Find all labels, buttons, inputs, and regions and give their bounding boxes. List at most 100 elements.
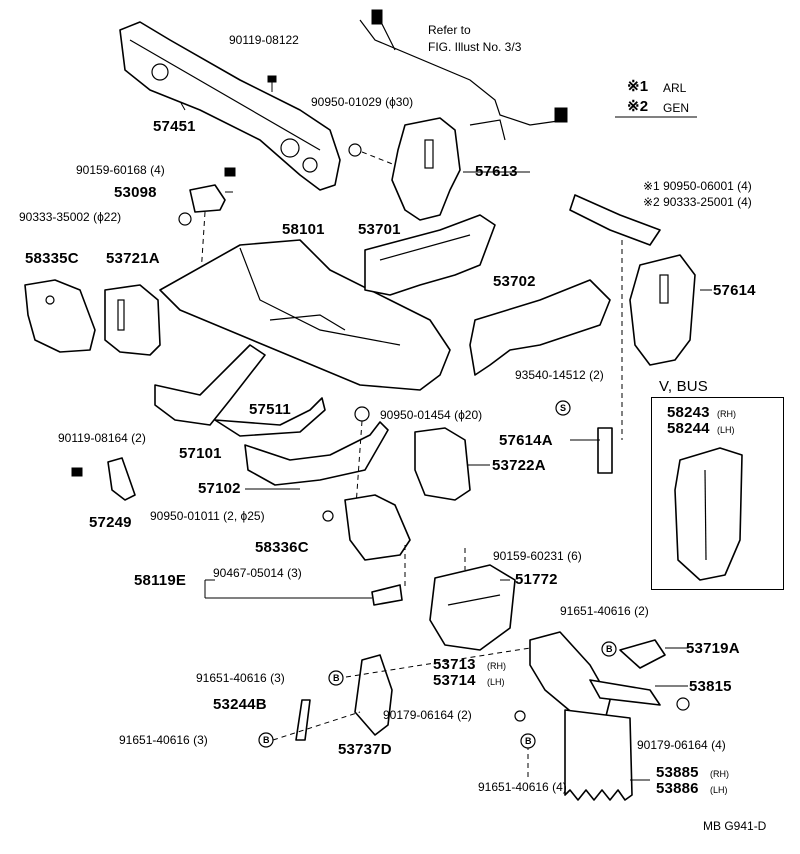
part-53702-shape [469, 279, 611, 376]
label-91651-40616-b: 91651-40616 (3) [196, 671, 285, 685]
label-90159-60168: 90159-60168 (4) [76, 163, 165, 177]
mark-s: S [560, 403, 567, 413]
part-57451-shape [119, 21, 341, 191]
label-53719a: 53719A [686, 640, 740, 657]
part-57102-shape [244, 421, 389, 486]
part-53722a-shape [414, 427, 471, 501]
label-57102: 57102 [198, 480, 241, 497]
part-57613-shape [391, 117, 461, 221]
label-91651-40616-d: 91651-40616 (4) [478, 780, 567, 794]
label-53098: 53098 [114, 184, 157, 201]
part-57101-shape [154, 344, 266, 426]
part-53885-shape [564, 709, 633, 801]
label-57613: 57613 [475, 163, 518, 180]
nut-90179-06164a-shape [514, 710, 526, 722]
label-53713: 53713 [433, 656, 476, 673]
label-58336c: 58336C [255, 539, 309, 556]
label-53722a: 53722A [492, 457, 546, 474]
legend-arl-text: ARL [663, 81, 687, 95]
nut-90950-01011-shape [322, 510, 334, 522]
figure-code: MB G941-D [703, 819, 767, 833]
label-90950-01029: 90950-01029 (ϕ30) [311, 95, 414, 109]
label-53886-side: (LH) [710, 785, 728, 795]
part-58243-shape [674, 447, 743, 581]
rod-assembly-shape [359, 9, 568, 141]
part-53721a-shape [104, 284, 161, 356]
label-53713-side: (RH) [487, 661, 506, 671]
inset-title: V, BUS [659, 378, 709, 395]
part-57614a-shape [597, 427, 613, 474]
legend-arl-mark: ※1 [627, 78, 649, 95]
cap-90950-01029-shape [348, 143, 362, 157]
label-91651-40616-c: 91651-40616 (3) [119, 733, 208, 747]
label-57614: 57614 [713, 282, 756, 299]
cap-90950-01454-shape [354, 406, 370, 422]
label-58335c: 58335C [25, 250, 79, 267]
label-58101: 58101 [282, 221, 325, 238]
label-53702: 53702 [493, 273, 536, 290]
label-90950-01454: 90950-01454 (ϕ20) [380, 408, 483, 422]
inset-part1-side: (RH) [717, 409, 736, 419]
plug-90333-35002-shape [178, 212, 192, 226]
label-53244b: 53244B [213, 696, 267, 713]
label-58119e: 58119E [134, 572, 187, 589]
label-90333-35002: 90333-35002 (ϕ22) [19, 210, 122, 224]
mark-b-4: B [525, 736, 532, 746]
part-53737d-shape [354, 654, 393, 736]
leader-dash-1 [361, 151, 396, 166]
part-53701-shape [364, 214, 496, 296]
part-53719a-shape [619, 639, 666, 669]
label-90467-05014: 90467-05014 (3) [213, 566, 302, 580]
label-90950-01011: 90950-01011 (2, ϕ25) [150, 509, 265, 523]
mark-b-1: B [333, 673, 340, 683]
inset-part2: 58244 [667, 420, 710, 437]
label-90159-60231: 90159-60231 (6) [493, 549, 582, 563]
leader-lines [180, 102, 712, 781]
leader-dash-7 [345, 647, 531, 678]
legend-gen-text: GEN [663, 101, 690, 115]
part-58336c-shape [344, 494, 411, 561]
label-90119-08164: 90119-08164 (2) [58, 431, 146, 445]
label-51772: 51772 [515, 571, 558, 588]
inset-part1: 58243 [667, 404, 710, 421]
nut-90179-06164b-shape [676, 697, 690, 711]
label-53701: 53701 [358, 221, 401, 238]
label-57249: 57249 [89, 514, 132, 531]
bolt-90119-08122-shape [267, 75, 277, 92]
label-90179-06164-b: 90179-06164 (4) [637, 738, 726, 752]
part-53098-shape [189, 167, 236, 213]
part-53713-shape [529, 631, 611, 721]
label-53815: 53815 [689, 678, 732, 695]
part-53815-shape [589, 679, 661, 706]
part-57511-shape [214, 397, 326, 437]
label-57101: 57101 [179, 445, 222, 462]
label-57451: 57451 [153, 118, 196, 135]
legend-gen-mark: ※2 [627, 98, 649, 115]
mark-b-2: B [263, 735, 270, 745]
vbus-inset-box [651, 397, 784, 590]
label-53737d: 53737D [338, 741, 392, 758]
label-53885: 53885 [656, 764, 699, 781]
part-58101-shape [159, 239, 451, 391]
part-57249-shape [71, 457, 136, 501]
label-90950-06001: ※1 90950-06001 (4) [643, 179, 752, 193]
label-53721a: 53721A [106, 250, 160, 267]
label-91651-40616-a: 91651-40616 (2) [560, 604, 649, 618]
label-57511: 57511 [249, 401, 291, 418]
marks [258, 400, 617, 749]
label-53714: 53714 [433, 672, 476, 689]
label-53885-side: (RH) [710, 769, 729, 779]
part-53244b-shape [295, 699, 311, 741]
rail-shape [569, 194, 661, 246]
note-line1: Refer to [428, 23, 471, 37]
label-53714-side: (LH) [487, 677, 505, 687]
part-58335c-shape [24, 279, 96, 353]
label-90333-25001: ※2 90333-25001 (4) [643, 195, 752, 209]
label-57614a: 57614A [499, 432, 553, 449]
part-58119e-shape [371, 584, 403, 606]
inset-part2-side: (LH) [717, 425, 735, 435]
label-90119-08122: 90119-08122 [229, 33, 299, 47]
mark-b-3: B [606, 644, 613, 654]
